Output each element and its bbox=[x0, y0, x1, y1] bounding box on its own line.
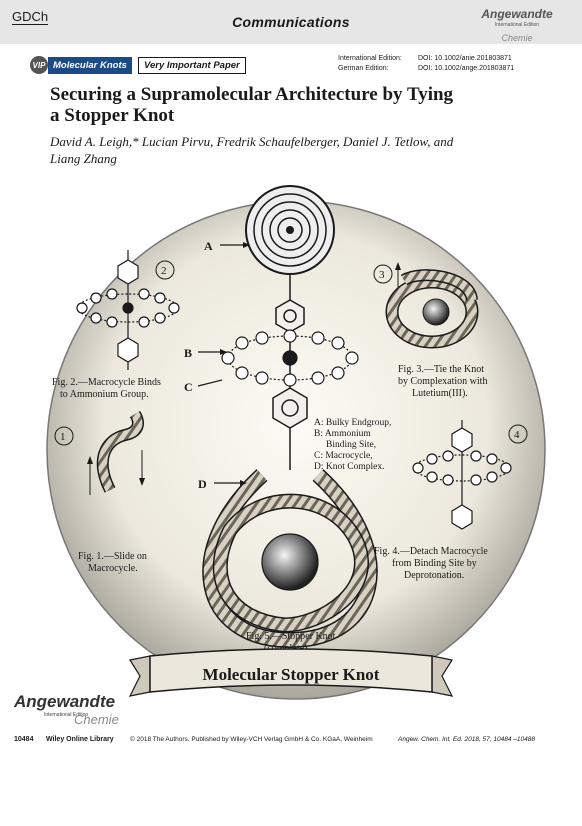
vip-label: Very Important Paper bbox=[138, 57, 246, 74]
svg-text:Fig. 4.—Detach Macrocycle: Fig. 4.—Detach Macrocycle bbox=[374, 546, 488, 557]
label-d: D bbox=[198, 477, 207, 491]
endgroup-a bbox=[245, 185, 335, 275]
num-2: 2 bbox=[161, 265, 167, 277]
macrocycle-b bbox=[221, 329, 359, 387]
doi-international[interactable]: International Edition:DOI: 10.1002/anie.… bbox=[338, 55, 512, 62]
label-c: C bbox=[184, 380, 193, 394]
num-1: 1 bbox=[60, 431, 66, 443]
subject-tag: Molecular Knots bbox=[48, 57, 132, 74]
svg-text:D: Knot Complex.: D: Knot Complex. bbox=[314, 462, 384, 472]
copyright-notice: © 2018 The Authors. Published by Wiley-V… bbox=[130, 736, 373, 743]
journal-logo-bottom[interactable]: Angewandte International Edition Chemie bbox=[14, 692, 154, 727]
section-title: Communications bbox=[232, 14, 350, 30]
svg-text:Fig. 2.—Macrocycle Binds: Fig. 2.—Macrocycle Binds bbox=[52, 377, 161, 388]
svg-text:Fig. 5.—Stopper Knot: Fig. 5.—Stopper Knot bbox=[246, 631, 336, 642]
svg-text:A: Bulky Endgroup,: A: Bulky Endgroup, bbox=[314, 418, 391, 428]
header-band bbox=[0, 0, 582, 44]
footer-logo-chemie: Chemie bbox=[74, 712, 119, 727]
panel-4-diagram bbox=[412, 420, 512, 530]
label-a: A bbox=[204, 239, 213, 253]
label-b: B bbox=[184, 346, 192, 360]
svg-text:Fig. 3.—Tie the Knot: Fig. 3.—Tie the Knot bbox=[398, 364, 484, 375]
banner-text: Molecular Stopper Knot bbox=[203, 665, 380, 684]
page-number: 10484 bbox=[14, 736, 34, 743]
graphical-abstract: A B C A: Bulky Endgroup, B: Ammonium Bin… bbox=[0, 170, 582, 715]
title-banner: Molecular Stopper Knot bbox=[128, 648, 454, 697]
article-title: Securing a Supramolecular Architecture b… bbox=[50, 84, 454, 126]
doi-german[interactable]: German Edition:DOI: 10.1002/ange.2018038… bbox=[338, 65, 515, 72]
svg-text:B: Ammonium: B: Ammonium bbox=[314, 429, 371, 439]
num-4: 4 bbox=[514, 429, 520, 441]
wiley-online-library-link[interactable]: Wiley Online Library bbox=[46, 736, 114, 743]
footer-logo-main: Angewandte bbox=[14, 692, 116, 711]
svg-text:to Ammonium Group.: to Ammonium Group. bbox=[60, 389, 149, 400]
panel-2-diagram bbox=[76, 250, 180, 370]
illustration-svg: A B C A: Bulky Endgroup, B: Ammonium Bin… bbox=[46, 185, 546, 700]
svg-text:Lutetium(III).: Lutetium(III). bbox=[412, 388, 468, 399]
svg-text:Deprotonation.: Deprotonation. bbox=[404, 570, 464, 581]
svg-text:Macrocycle.: Macrocycle. bbox=[88, 563, 138, 574]
svg-text:from Binding Site by: from Binding Site by bbox=[392, 558, 477, 569]
caption-fig-3: Fig. 3.—Tie the Knot by Complexation wit… bbox=[398, 364, 487, 399]
stopper-knot-d bbox=[202, 469, 378, 649]
caption-fig-1: Fig. 1.—Slide on Macrocycle. bbox=[78, 551, 147, 574]
caption-fig-2: Fig. 2.—Macrocycle Binds to Ammonium Gro… bbox=[52, 377, 161, 400]
journal-logo-chemie: Chemie bbox=[501, 33, 533, 43]
footer-logo-sub: International Edition bbox=[44, 712, 89, 718]
author-list: David A. Leigh,* Lucian Pirvu, Fredrik S… bbox=[50, 134, 454, 166]
svg-text:Binding Site,: Binding Site, bbox=[326, 440, 376, 450]
panel-1-diagram bbox=[87, 410, 145, 495]
journal-logo-main: Angewandte bbox=[481, 7, 553, 21]
journal-logo-top[interactable]: Angewandte International Edition Chemie bbox=[458, 5, 576, 46]
panel-3-diagram bbox=[385, 262, 479, 349]
citation: Angew. Chem. Int. Ed. 2018, 57, 10484 –1… bbox=[398, 736, 535, 743]
journal-logo-sub: International Edition bbox=[494, 22, 540, 28]
caption-fig-4: Fig. 4.—Detach Macrocycle from Binding S… bbox=[374, 546, 488, 581]
num-3: 3 bbox=[379, 269, 385, 281]
svg-text:Fig. 1.—Slide on: Fig. 1.—Slide on bbox=[78, 551, 147, 562]
vip-badge: VIP bbox=[30, 56, 48, 74]
component-key: A: Bulky Endgroup, B: Ammonium Binding S… bbox=[314, 418, 391, 472]
svg-text:by Complexation with: by Complexation with bbox=[398, 376, 487, 387]
svg-text:C: Macrocycle,: C: Macrocycle, bbox=[314, 451, 373, 461]
gdch-logo[interactable]: GDCh bbox=[12, 9, 49, 25]
